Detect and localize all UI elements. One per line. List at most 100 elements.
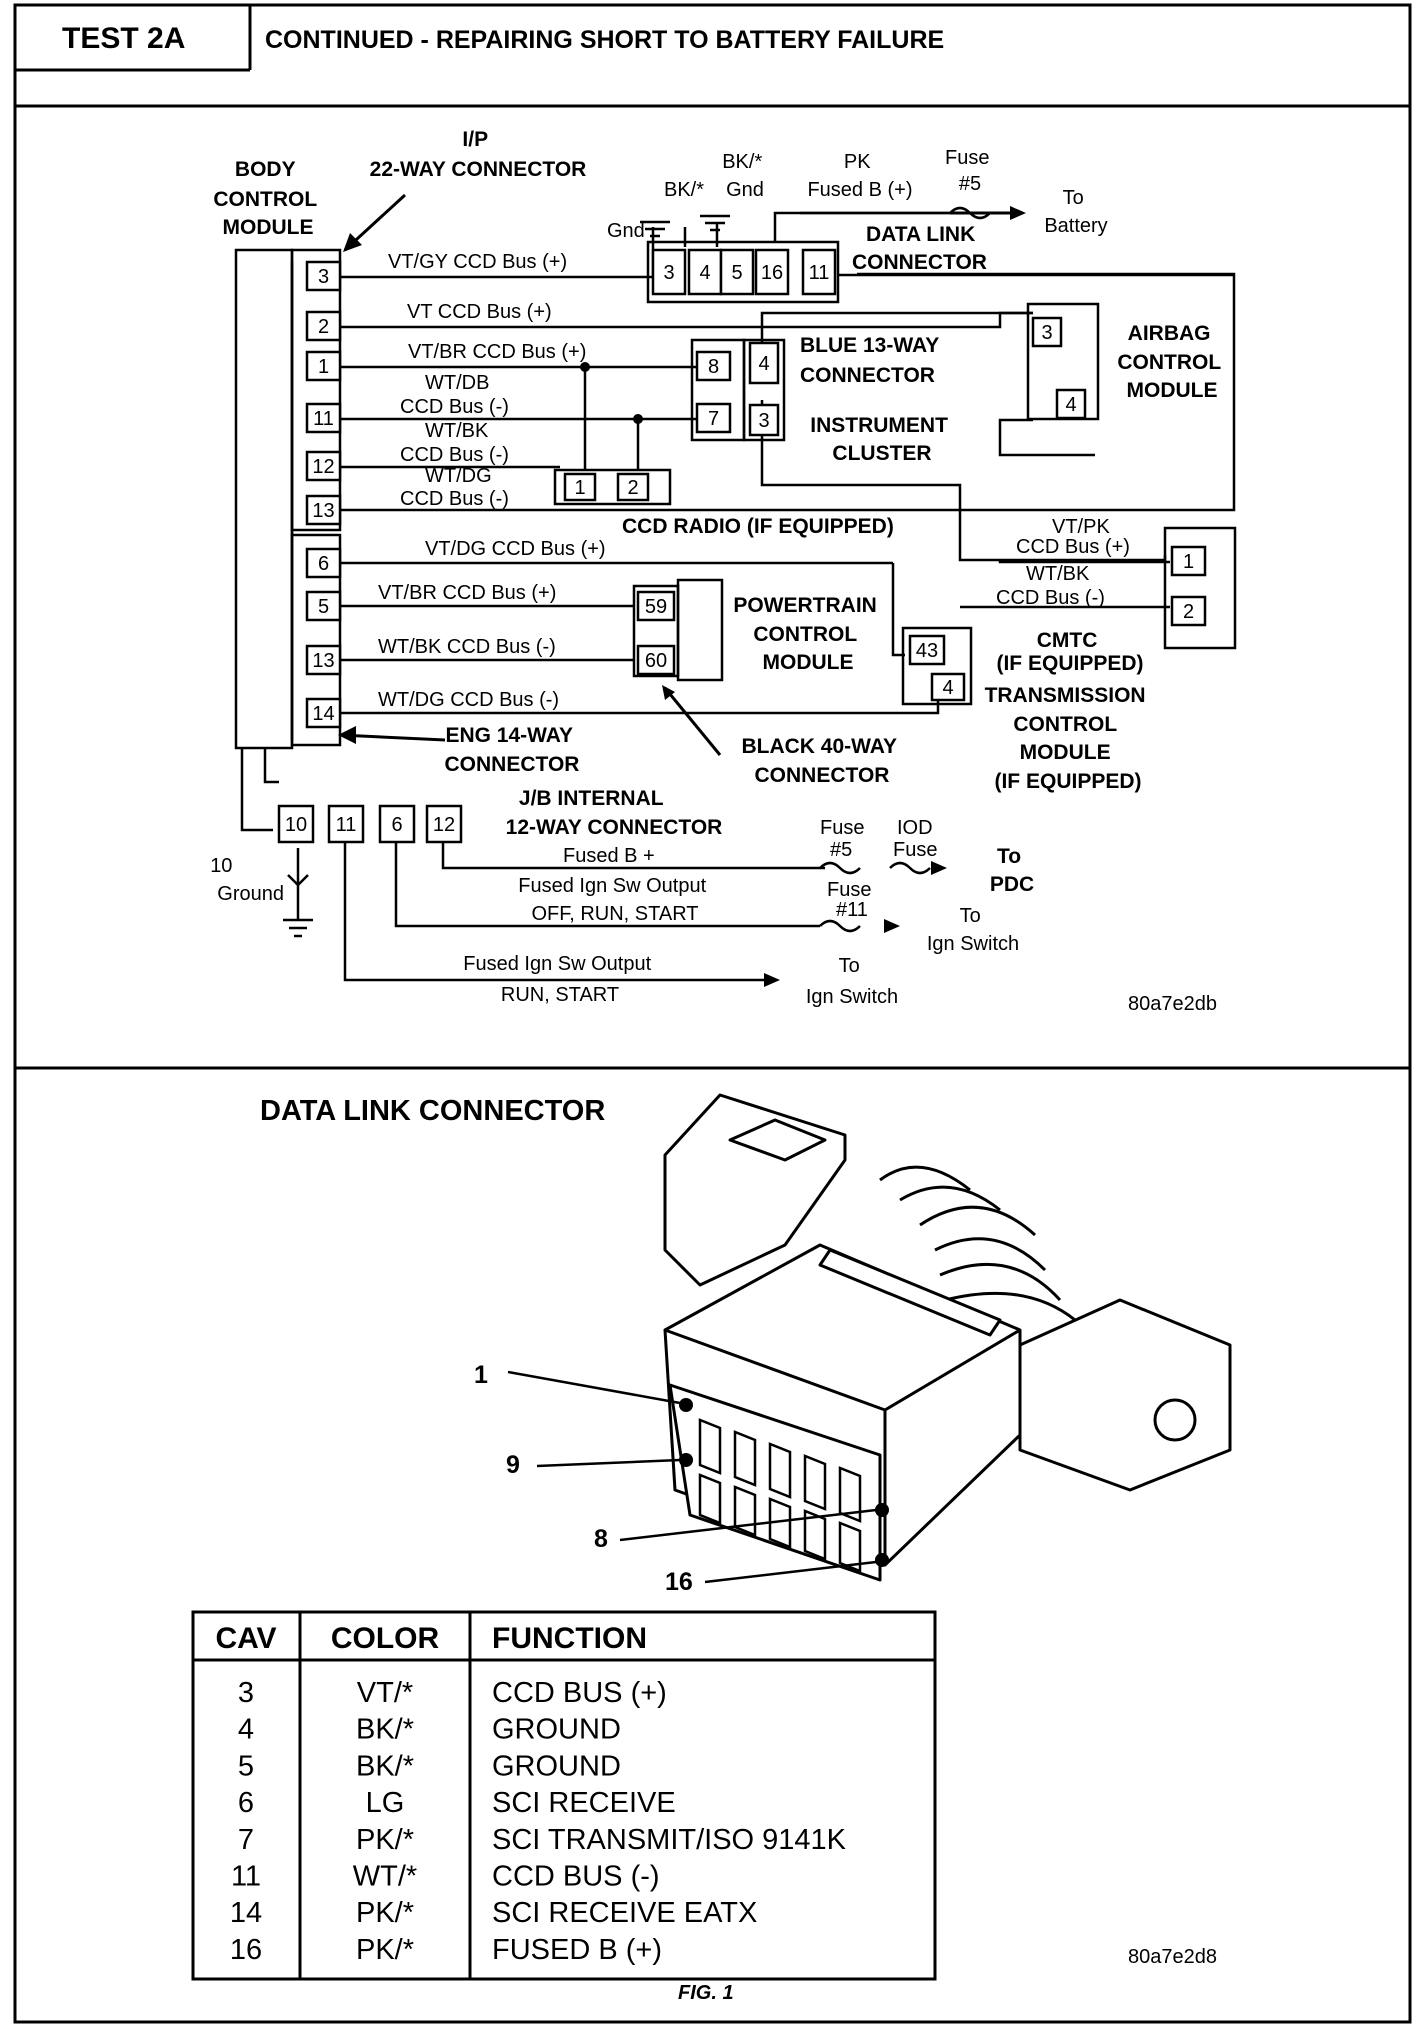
svg-text:2: 2 — [318, 316, 329, 338]
ign-output-1-label: Fused Ign Sw Output OFF, RUN, START — [518, 875, 711, 925]
cmtc-pins: 12 — [1163, 526, 1237, 650]
svg-text:43: 43 — [916, 640, 938, 662]
svg-text:11: 11 — [313, 408, 334, 430]
fuse-5-top-label: Fuse #5 — [945, 147, 995, 195]
to-battery-label: To Battery — [1044, 187, 1107, 237]
figure-caption: FIG. 1 — [678, 1982, 734, 2004]
table-cell: GROUND — [492, 1750, 621, 1782]
bcm-pin-12: 12 — [305, 450, 342, 482]
bcm-pin-14-b: 14 — [305, 697, 342, 729]
tcm-label: TRANSMISSION CONTROL MODULE (IF EQUIPPED… — [985, 684, 1152, 793]
svg-text:6: 6 — [391, 814, 402, 836]
table-cell: 16 — [230, 1934, 262, 1966]
dlc-pin-16: 16 — [754, 248, 790, 296]
dlc-label: DATA LINK CONNECTOR — [852, 223, 987, 274]
table-cell: WT/* — [353, 1861, 417, 1893]
fuse-11-symbol — [819, 919, 861, 933]
table-row: 11 WT/* CCD BUS (-) — [231, 1861, 660, 1893]
svg-text:1: 1 — [574, 477, 585, 499]
svg-text:3: 3 — [663, 262, 674, 284]
fuse-5-iod-symbol — [819, 861, 931, 875]
jb-pin-12: 12 — [425, 804, 463, 844]
wire-label-vt-br-2: VT/BR CCD Bus (+) — [378, 582, 556, 604]
tcm-pin-4: 4 — [930, 672, 966, 702]
table-cell: BK/* — [356, 1714, 414, 1746]
wiring-diagram: BODY CONTROL MODULE I/P 22-WAY CONNECTOR… — [210, 128, 1237, 1015]
table-cell: 14 — [230, 1897, 262, 1929]
pin-callout-lines — [507, 1370, 877, 1584]
bk-gnd-label-2: BK/* Gnd — [722, 151, 768, 201]
page-frame — [13, 3, 1412, 2024]
svg-text:8: 8 — [708, 356, 719, 378]
bcm-pin-3: 3 — [305, 260, 342, 292]
svg-text:2: 2 — [627, 477, 638, 499]
fuse-5-top-symbol — [949, 206, 991, 220]
instrument-cluster-label: INSTRUMENT CLUSTER — [810, 414, 954, 465]
svg-text:6: 6 — [318, 553, 329, 575]
cmtc-pin-2: 2 — [1170, 595, 1207, 627]
wire-label-wt-db: WT/DB CCD Bus (-) — [400, 372, 509, 418]
wire-label-wt-bk-2: WT/BK CCD Bus (-) — [378, 636, 556, 658]
jb-pin-6: 6 — [378, 804, 416, 844]
svg-text:60: 60 — [645, 650, 667, 672]
dlc-pin-4: 4 — [687, 248, 723, 296]
svg-text:5: 5 — [318, 596, 329, 618]
bcm-pin-11: 11 — [305, 402, 342, 434]
cmtc-label: CMTC (IF EQUIPPED) — [996, 629, 1143, 675]
svg-text:4: 4 — [758, 353, 769, 375]
wire-label-wt-dg: WT/DG CCD Bus (-) — [400, 465, 509, 510]
table-cell: GROUND — [492, 1714, 621, 1746]
tcm-pins: 434 — [901, 626, 973, 706]
pointer-arrows — [339, 193, 1020, 756]
to-pdc-label: To PDC — [990, 845, 1034, 896]
bcm-label: BODY CONTROL MODULE — [213, 158, 322, 239]
jb-pin-11: 11 — [327, 804, 365, 844]
svg-text:11: 11 — [336, 814, 357, 836]
table-header-cav: CAV — [215, 1622, 276, 1655]
cluster-pin-3: 3 — [748, 403, 780, 437]
cluster-pin-7: 7 — [695, 402, 732, 434]
table-cell: BK/* — [356, 1750, 414, 1782]
wire-label-wt-dg-2: WT/DG CCD Bus (-) — [378, 689, 559, 711]
table-cell: 11 — [231, 1861, 261, 1893]
radio-label: CCD RADIO (IF EQUIPPED) — [622, 515, 894, 538]
svg-text:2: 2 — [1183, 601, 1194, 623]
cluster-pin-4: 4 — [748, 341, 780, 385]
eng-connector-label: ENG 14-WAY CONNECTOR — [445, 724, 580, 776]
ign-output-2-label: Fused Ign Sw Output RUN, START — [463, 953, 656, 1006]
pin-callout-16: 16 — [665, 1568, 693, 1596]
cmtc-wire-label-1: VT/PK CCD Bus (+) — [1016, 516, 1130, 558]
table-cell: SCI TRANSMIT/ISO 9141K — [492, 1824, 847, 1856]
airbag-pin-3: 3 — [1031, 316, 1063, 348]
table-header-function: FUNCTION — [492, 1622, 647, 1655]
table-cell: PK/* — [356, 1934, 414, 1966]
bcm-body — [234, 248, 294, 750]
pcm-pin-60: 60 — [636, 644, 676, 676]
table-cell: CCD BUS (-) — [492, 1861, 660, 1893]
radio-pin-2: 2 — [616, 472, 650, 502]
svg-text:1: 1 — [1183, 551, 1194, 573]
svg-text:13: 13 — [312, 650, 334, 672]
svg-text:4: 4 — [942, 677, 953, 699]
gnd-label: Gnd — [607, 220, 645, 242]
test-label: TEST 2A — [62, 22, 185, 55]
dlc-pin-11: 11 — [801, 248, 837, 296]
svg-text:14: 14 — [312, 703, 334, 725]
ground-symbol — [283, 864, 313, 938]
dlc-pin-5: 5 — [719, 248, 755, 296]
black-connector-label: BLACK 40-WAY CONNECTOR — [741, 735, 902, 787]
tcm-pin-43: 43 — [908, 634, 946, 666]
svg-text:4: 4 — [1065, 394, 1076, 416]
radio-pin-1: 1 — [563, 472, 597, 502]
to-ign-2-label: To Ign Switch — [806, 955, 898, 1008]
